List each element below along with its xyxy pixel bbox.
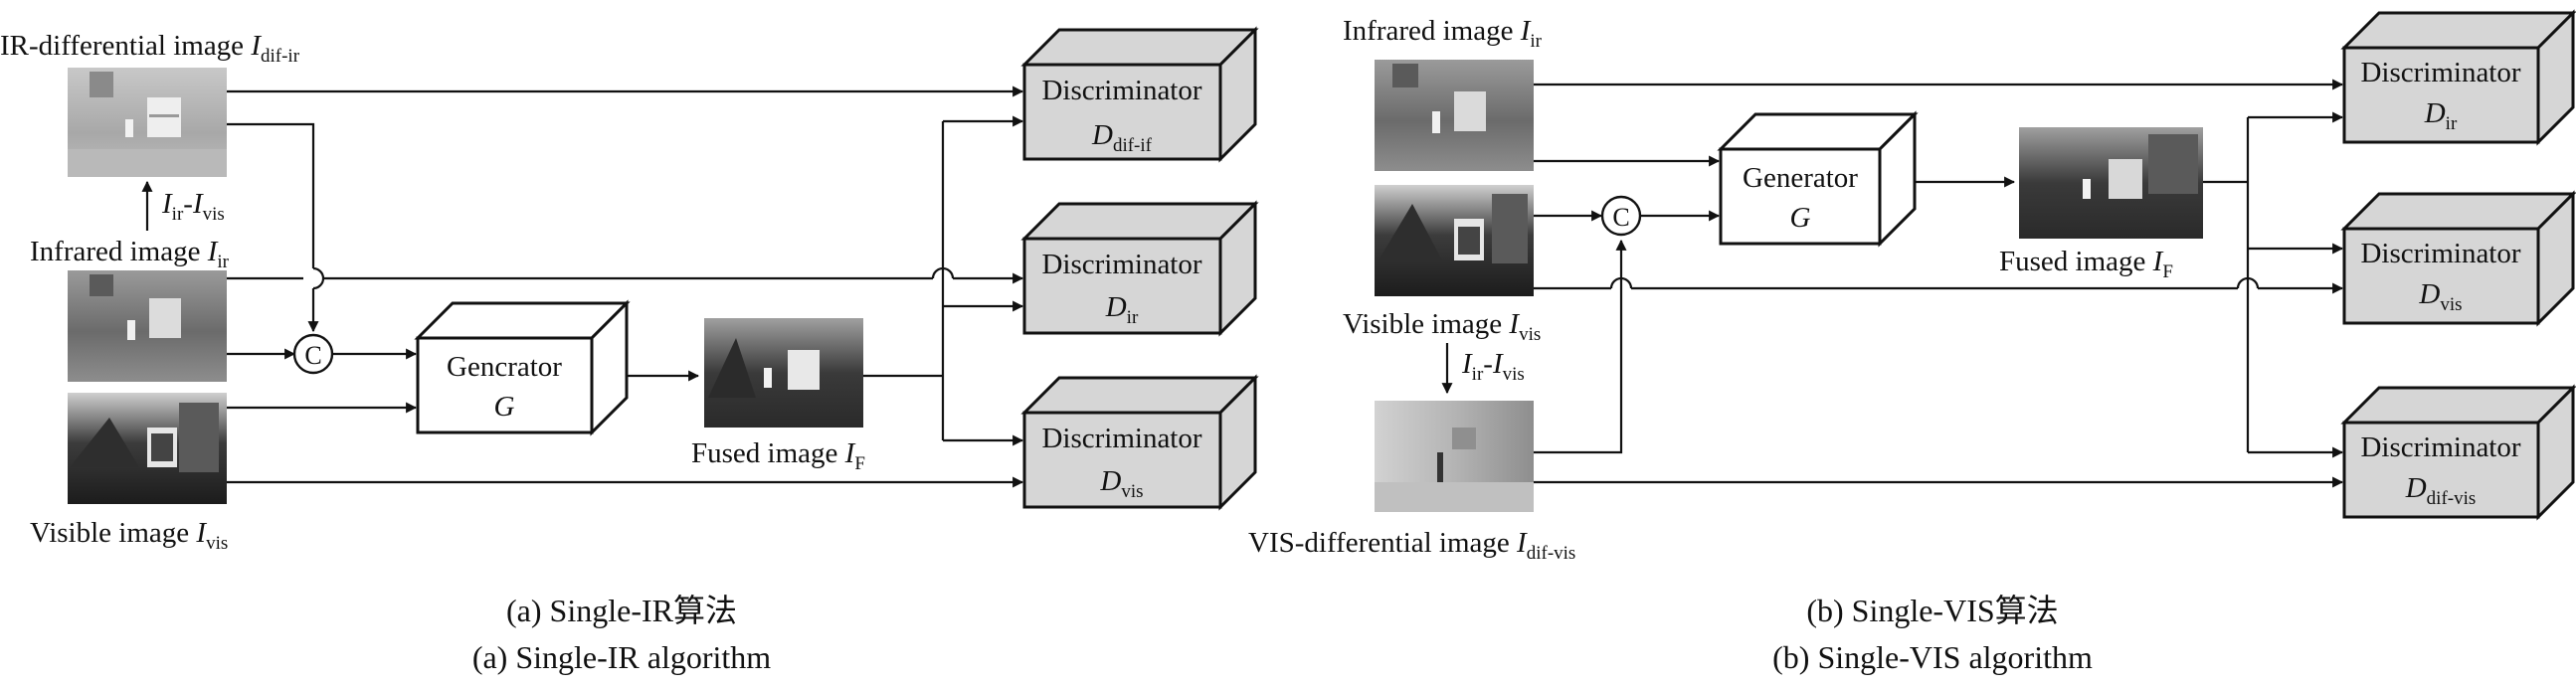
caption-b-cn: (b) Single-VIS算法 <box>1806 593 2058 628</box>
generator-var-a: G <box>494 391 515 423</box>
disc-b-3-title: Discriminator <box>2360 431 2520 463</box>
vis-diff-image <box>1375 401 1534 512</box>
concat-node-a: C <box>292 333 334 375</box>
diff-op-a: Iir-Ivis <box>161 188 225 225</box>
caption-b-en: (b) Single-VIS algorithm <box>1772 639 2093 675</box>
discriminator-b-1: Discriminator Dir <box>2340 9 2576 146</box>
disc-a-1-title: Discriminator <box>1041 75 1201 106</box>
panel-b: Infrared image Iir Visible image Ivis Ii… <box>1248 9 2576 675</box>
discriminator-b-2: Discriminator Dvis <box>2340 190 2576 327</box>
disc-a-1-var: Ddif-if <box>1091 119 1153 156</box>
wire-hop-a1 <box>312 266 325 290</box>
disc-a-3-title: Discriminator <box>1041 423 1201 454</box>
fused-image-a <box>704 318 863 428</box>
visible-image-b <box>1375 185 1534 296</box>
caption-a-en: (a) Single-IR algorithm <box>472 639 771 675</box>
discriminator-a-3: Discriminator Dvis <box>1020 374 1259 511</box>
discriminator-a-1: Discriminator Ddif-if <box>1020 26 1259 163</box>
disc-a-2-var: Dir <box>1105 291 1139 328</box>
discriminator-a-2: Discriminator Dir <box>1020 200 1259 337</box>
svg-text:C: C <box>304 341 321 370</box>
diff-op-b: Iir-Ivis <box>1461 348 1525 385</box>
panel-a: IR-differential image Idif-ir Infrared i… <box>0 26 1259 675</box>
generator-block-b: Generator G <box>1717 110 1919 248</box>
visible-label-a: Visible image Ivis <box>30 517 228 554</box>
wire-visdiff-concat <box>1534 239 1627 454</box>
caption-a-cn: (a) Single-IR算法 <box>506 593 737 628</box>
infrared-label-b: Infrared image Iir <box>1343 15 1543 52</box>
disc-b-2-var: Dvis <box>2418 278 2462 315</box>
visible-label-b: Visible image Ivis <box>1343 308 1541 345</box>
disc-b-1-title: Discriminator <box>2360 57 2520 88</box>
discriminator-b-3: Discriminator Ddif-vis <box>2340 384 2576 521</box>
infrared-image-a <box>68 270 227 382</box>
generator-title-a: Gencrator <box>447 351 562 383</box>
fused-label-b: Fused image IF <box>1999 246 2173 282</box>
ir-diff-label: IR-differential image Idif-ir <box>0 30 300 67</box>
disc-b-1-var: Dir <box>2424 97 2458 134</box>
ir-diff-image <box>68 68 227 177</box>
generator-block-a: Gencrator G <box>414 299 631 436</box>
generator-title-b: Generator <box>1743 162 1858 194</box>
fused-image-b <box>2019 127 2203 239</box>
wire-irdiff-concat-top <box>227 122 315 268</box>
fused-label-a: Fused image IF <box>691 437 865 474</box>
visible-image-a <box>68 393 227 504</box>
generator-var-b: G <box>1790 202 1811 234</box>
disc-b-2-title: Discriminator <box>2360 238 2520 269</box>
disc-a-3-var: Dvis <box>1099 465 1143 502</box>
infrared-image-b <box>1375 60 1534 171</box>
vis-diff-label: VIS-differential image Idif-vis <box>1248 527 1575 564</box>
concat-node-b: C <box>1600 195 1642 237</box>
disc-b-3-var: Ddif-vis <box>2405 472 2477 509</box>
infrared-label-a: Infrared image Iir <box>30 236 230 272</box>
svg-text:C: C <box>1612 203 1629 232</box>
disc-a-2-title: Discriminator <box>1041 249 1201 280</box>
